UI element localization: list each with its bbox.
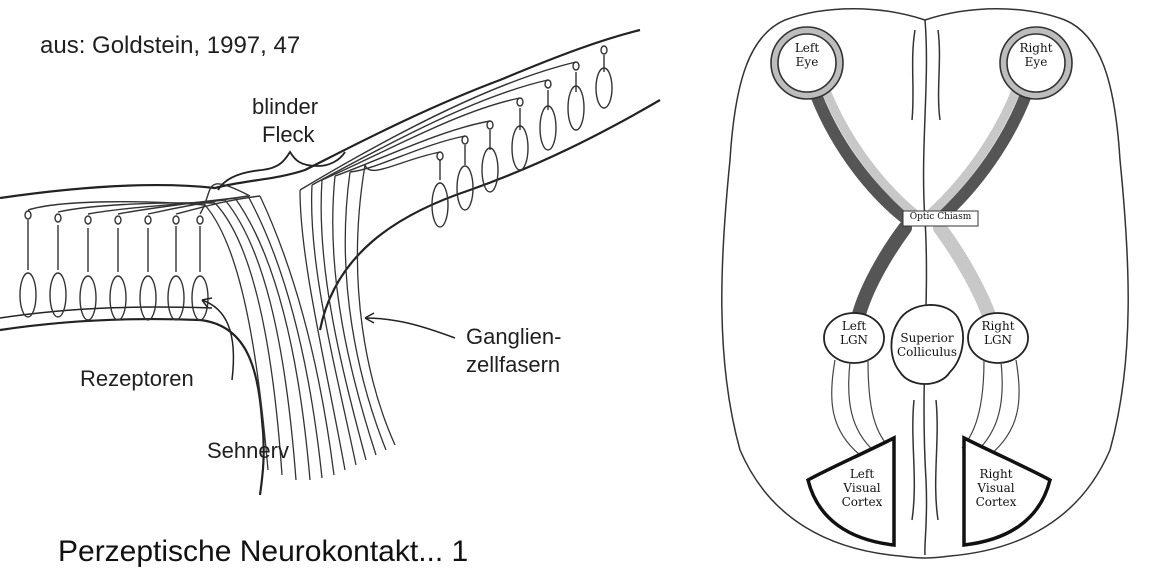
- visual-pathway-drawing: [700, 0, 1150, 563]
- retina-drawing: [0, 0, 700, 563]
- midline-fissure: [924, 20, 927, 555]
- ganglion-pointer: [365, 318, 455, 338]
- optic-nerve-label: Sehnerv: [207, 438, 289, 464]
- optic-chiasm-label: Optic Chiasm: [903, 212, 978, 222]
- blind-spot-label-1: blinder: [252, 94, 318, 120]
- optic-tracts: [810, 74, 1032, 318]
- ganglion-label-2: zellfasern: [466, 352, 560, 378]
- citation-text: aus: Goldstein, 1997, 47: [40, 32, 300, 60]
- retina-outer-boundary-left: [0, 319, 264, 495]
- receptors-label: Rezeptoren: [80, 366, 194, 392]
- ganglion-label-1: Ganglien-: [466, 324, 561, 350]
- ganglion-fibers: [205, 165, 395, 480]
- caption-partial: Perzeptische Neurokontakt... 1: [58, 535, 468, 569]
- left-receptors: [20, 184, 260, 320]
- blind-spot-label-2: Fleck: [262, 122, 315, 148]
- retina-diagram: aus: Goldstein, 1997, 47 blinder Fleck G…: [0, 0, 700, 563]
